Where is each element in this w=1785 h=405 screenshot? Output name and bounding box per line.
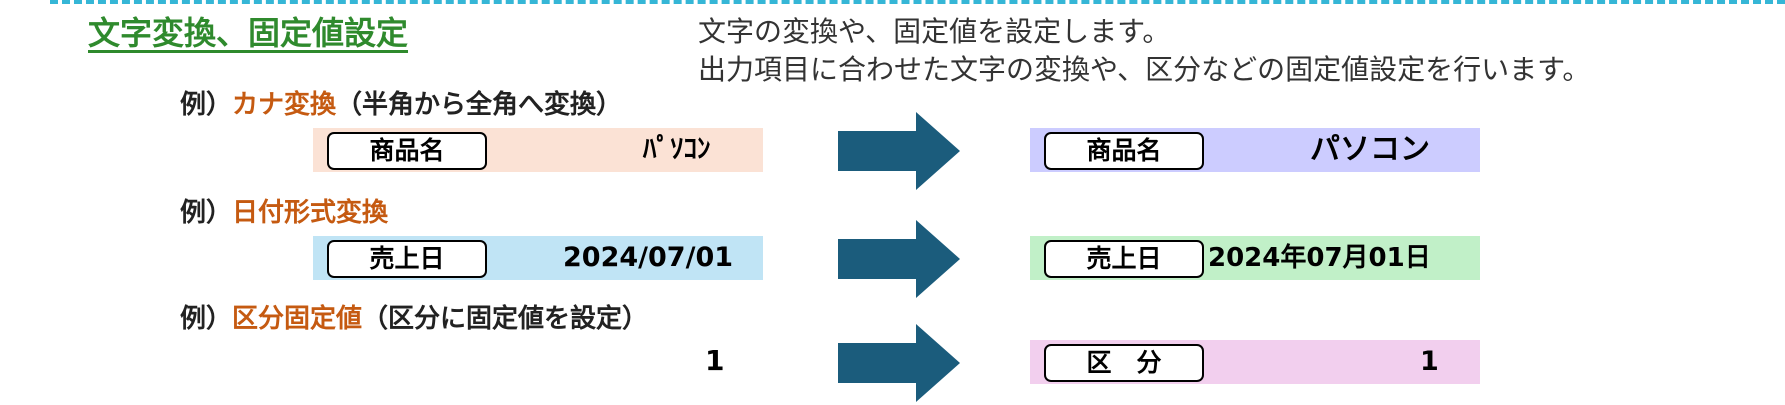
before-value: ﾊﾟｿｺﾝ (643, 134, 711, 165)
fixed-input-value: 1 (705, 344, 725, 377)
example-keyword: 区分固定値 (232, 304, 363, 334)
after-value: 1 (1420, 346, 1439, 377)
example-heading-date: 例）日付形式変換 (180, 192, 388, 229)
before-value: 2024/07/01 (563, 242, 734, 273)
example-prefix: 例） (180, 198, 233, 228)
right-arrow-icon (838, 112, 960, 190)
example-keyword: カナ変換 (232, 90, 337, 120)
page-title: 文字変換、固定値設定 (88, 14, 409, 52)
after-value: 2024年07月01日 (1208, 243, 1431, 273)
after-value: パソコン (1310, 132, 1430, 167)
before-band-kana: 商品名 ﾊﾟｿｺﾝ (313, 128, 763, 172)
field-label-box: 売上日 (1044, 240, 1204, 278)
example-heading-kana: 例）カナ変換（半角から全角へ変換） (180, 84, 622, 121)
right-arrow-icon (838, 220, 960, 298)
after-band-kana: 商品名 パソコン (1030, 128, 1480, 172)
field-label-box: 商品名 (327, 132, 487, 170)
description-line-2: 出力項目に合わせた文字の変換や、区分などの固定値設定を行います。 (698, 53, 1591, 86)
field-label-box: 売上日 (327, 240, 487, 278)
after-band-date: 売上日 2024年07月01日 (1030, 236, 1480, 280)
before-band-date: 売上日 2024/07/01 (313, 236, 763, 280)
description-line-1: 文字の変換や、固定値を設定します。 (698, 15, 1171, 48)
right-arrow-icon (838, 324, 960, 402)
example-prefix: 例） (180, 90, 233, 120)
dashed-top-border (50, 0, 1785, 4)
example-note: （半角から全角へ変換） (336, 90, 623, 120)
field-label-box: 商品名 (1044, 132, 1204, 170)
field-label-box: 区 分 (1044, 344, 1204, 382)
after-band-fixed: 区 分 1 (1030, 340, 1480, 384)
example-keyword: 日付形式変換 (232, 198, 389, 228)
example-prefix: 例） (180, 304, 233, 334)
example-note: （区分に固定値を設定） (362, 304, 649, 334)
example-heading-fixed: 例）区分固定値（区分に固定値を設定） (180, 298, 648, 335)
